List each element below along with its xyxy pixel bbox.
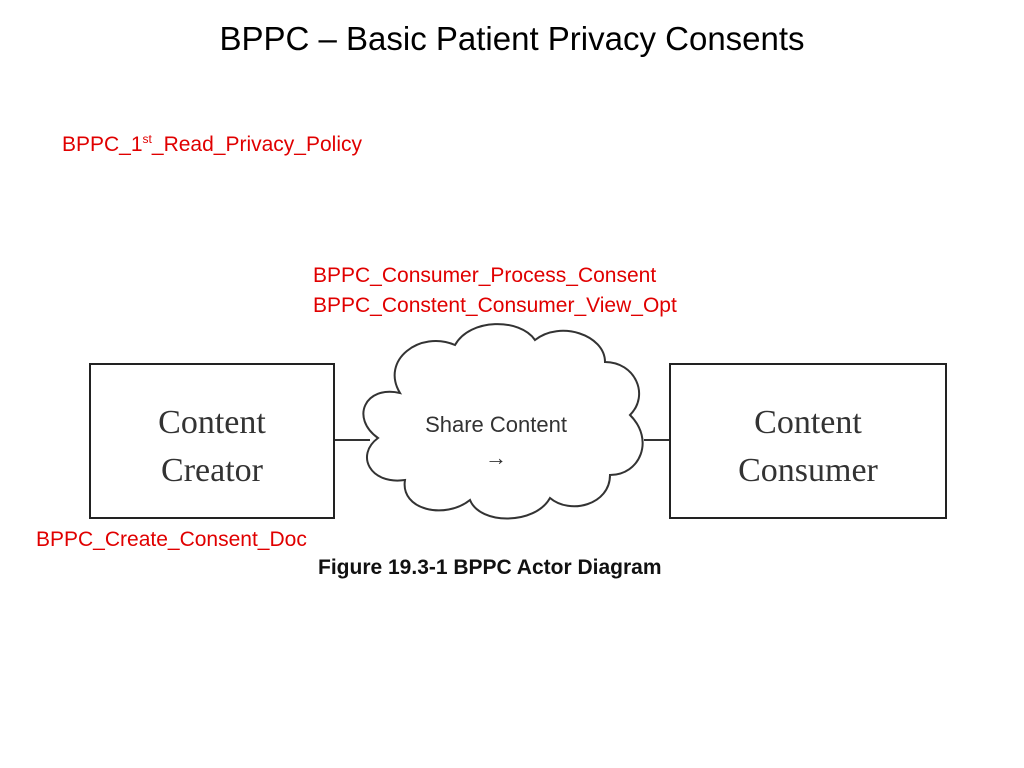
creator-line2: Creator xyxy=(161,452,264,489)
create-consent-doc-label: BPPC_Create_Consent_Doc xyxy=(36,528,307,551)
figure-caption: Figure 19.3-1 BPPC Actor Diagram xyxy=(318,556,662,579)
slide-title: BPPC – Basic Patient Privacy Consents xyxy=(219,20,805,57)
consumer-line1: Content xyxy=(754,404,862,441)
consumer-process-consent-label: BPPC_Consumer_Process_Consent xyxy=(313,264,657,287)
share-content-label: Share Content xyxy=(425,412,567,437)
share-content-arrow-icon: → xyxy=(485,445,507,470)
creator-line1: Content xyxy=(158,404,266,441)
share-content-cloud xyxy=(362,323,644,520)
content-creator-box xyxy=(89,363,335,519)
content-consumer-box xyxy=(669,363,947,519)
consumer-line2: Consumer xyxy=(738,452,878,489)
read-policy-prefix: BPPC_1 xyxy=(62,133,143,156)
read-policy-suffix: _Read_Privacy_Policy xyxy=(151,133,362,156)
read-policy-superscript: st xyxy=(142,132,152,146)
read-privacy-policy-label: BPPC_1st_Read_Privacy_Policy xyxy=(62,133,362,157)
consumer-view-opt-label: BPPC_Constent_Consumer_View_Opt xyxy=(313,294,677,317)
